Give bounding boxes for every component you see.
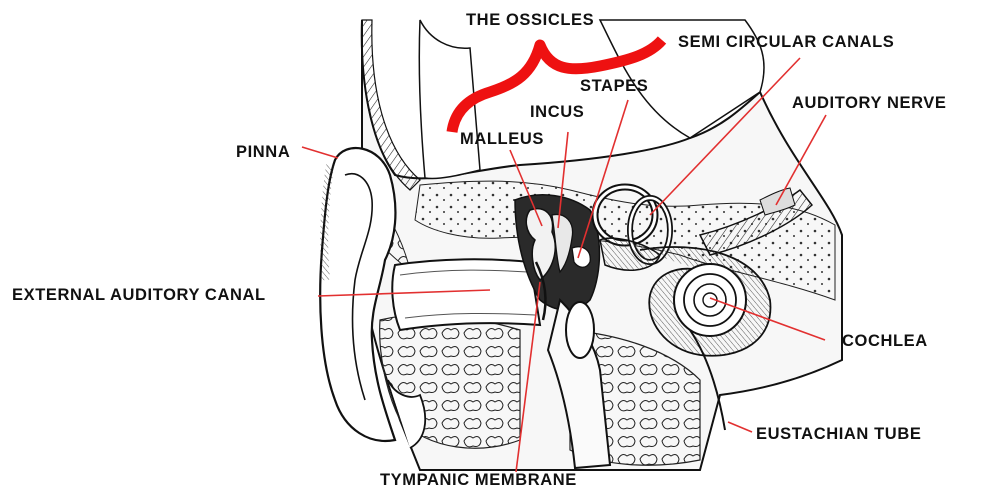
label-tympanic-membrane: TYMPANIC MEMBRANE	[380, 472, 577, 489]
label-cochlea: COCHLEA	[842, 333, 928, 350]
label-incus: INCUS	[530, 104, 584, 121]
ear-canal-shape	[392, 259, 540, 330]
leader-pinna	[302, 147, 338, 158]
label-external-auditory-canal: EXTERNAL AUDITORY CANAL	[12, 287, 266, 304]
label-semicircular-canals: SEMI CIRCULAR CANALS	[678, 34, 894, 51]
label-eustachian-tube: EUSTACHIAN TUBE	[756, 426, 921, 443]
label-stapes: STAPES	[580, 78, 648, 95]
leader-eustachian	[728, 422, 752, 432]
label-auditory-nerve: AUDITORY NERVE	[792, 95, 947, 112]
label-pinna: PINNA	[236, 144, 290, 161]
label-the-ossicles: THE OSSICLES	[466, 12, 594, 29]
label-malleus: MALLEUS	[460, 131, 544, 148]
